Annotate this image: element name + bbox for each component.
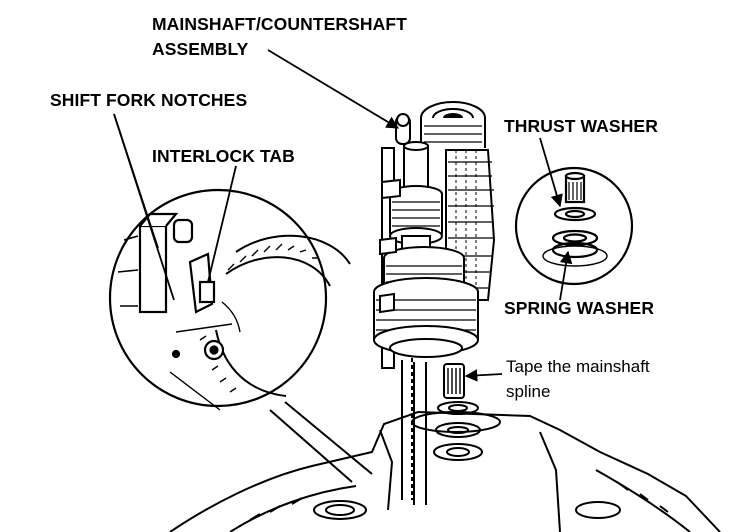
detail-circle-interlock: [108, 188, 351, 411]
note-tape-spline-line2: spline: [506, 382, 551, 401]
label-thrust-washer: THRUST WASHER: [504, 116, 658, 136]
transmission-case: [169, 410, 721, 532]
label-arrows: [113, 49, 573, 382]
label-interlock-tab: INTERLOCK TAB: [152, 146, 295, 166]
label-mainshaft-assembly-line1: MAINSHAFT/COUNTERSHAFT: [152, 14, 407, 34]
shafts: [401, 330, 427, 505]
label-shift-fork-notches: SHIFT FORK NOTCHES: [50, 90, 248, 110]
label-spring-washer: SPRING WASHER: [504, 298, 655, 318]
detail-circle-washers: [514, 166, 634, 286]
spring-washer-arrow: [559, 250, 573, 301]
tape-spline-arrow: [464, 369, 503, 382]
note-tape-spline-line1: Tape the mainshaft: [506, 357, 650, 376]
detail-leaders: [269, 401, 373, 483]
gear-assembly: [373, 101, 496, 369]
assembly-arrow: [267, 49, 400, 129]
interlock-tab-arrow: [207, 165, 237, 283]
label-mainshaft-assembly-line2: ASSEMBLY: [152, 39, 249, 59]
thrust-washer-arrow: [539, 137, 563, 208]
case-washers: [433, 401, 483, 461]
mainshaft-spline: [443, 363, 465, 399]
shift-fork-notches-arrow-2: [113, 113, 159, 249]
